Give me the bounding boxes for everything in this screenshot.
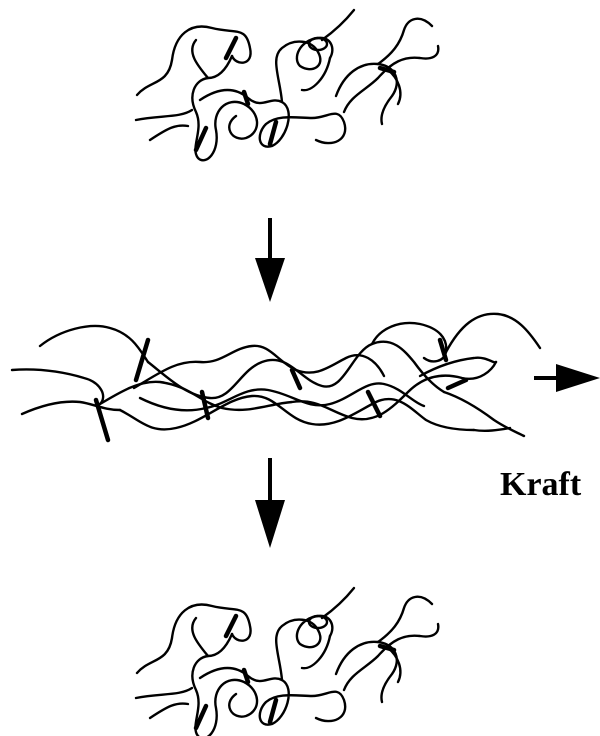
relaxed-network-top [136,10,438,160]
stretched-network-middle [12,314,540,440]
force-label: Kraft [500,468,581,502]
down-arrow-bottom [255,458,285,548]
down-arrow-top [255,218,285,302]
force-arrow [534,364,600,392]
relaxed-network-bottom [136,588,438,736]
